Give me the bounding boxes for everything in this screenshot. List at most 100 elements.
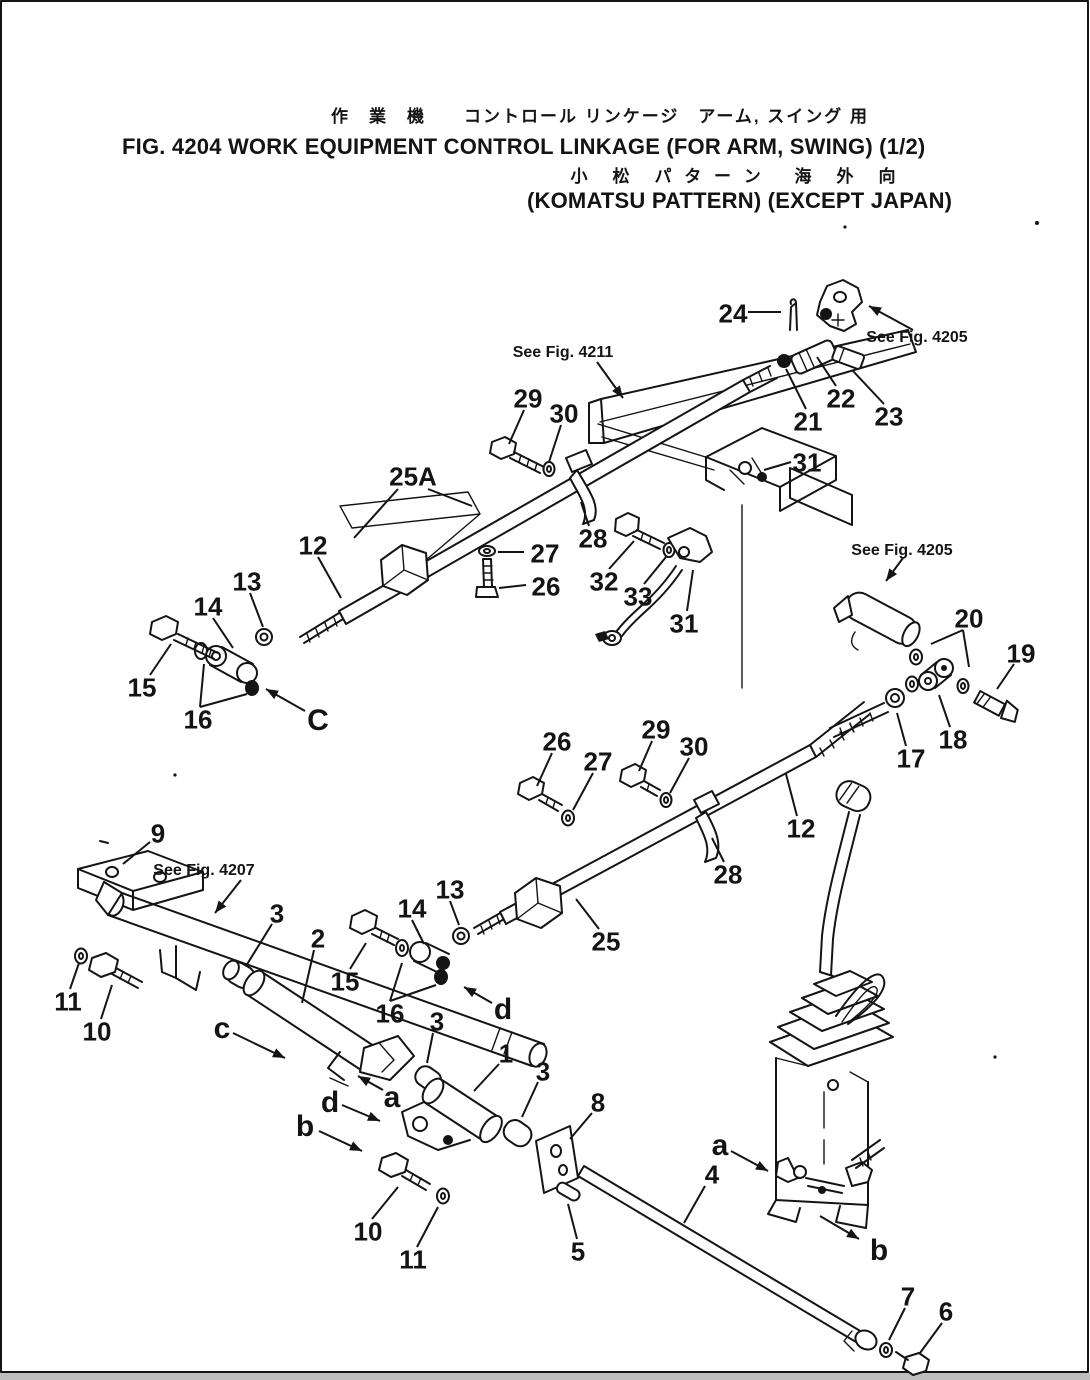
figure-title-jp: 作 業 機 コントロール リンケージ アーム, スイング 用 [331,106,869,126]
lower-clevis-group [349,909,470,985]
arrowhead [349,1141,362,1151]
leader-line [785,368,807,410]
callout-30: 30 [550,398,579,428]
scan-specks [99,221,1039,1059]
leader-line [122,841,151,865]
arrowhead [612,385,623,398]
leader-line [638,740,653,772]
arrowhead [266,689,279,700]
leader-line [349,942,367,970]
arrowhead [846,1228,859,1239]
upper-rod-12 [299,365,778,644]
leader-line [508,409,525,445]
callout-c: c [214,1012,231,1045]
leader-line [572,772,594,811]
leader-line [317,556,342,599]
leader-line [669,757,690,794]
leader-line [567,1203,578,1240]
leader-line [763,461,792,471]
callout-3: 3 [430,1006,444,1036]
arrowhead [215,900,227,913]
callout-see-fig.-4205: See Fig. 4205 [851,542,952,559]
leader-line [785,773,798,817]
lower-rod-25 [473,701,871,935]
callout-15: 15 [128,672,157,702]
leader-line [301,949,315,1004]
callout-7: 7 [901,1281,915,1311]
callout-b: b [870,1234,888,1267]
leader-line [69,962,80,990]
bellcrank-cable-group [595,512,713,646]
leader-line [919,1322,943,1354]
leader-line [686,569,694,612]
leader-line [449,900,460,926]
leader-line [816,356,837,387]
callout-10: 10 [354,1216,383,1246]
callout-4: 4 [705,1159,720,1189]
callout-27: 27 [531,538,560,568]
upper-clevis-group [149,615,273,696]
callout-1: 1 [499,1038,513,1068]
callout-33: 33 [624,581,653,611]
leader-line [580,501,590,527]
callout-26: 26 [543,726,572,756]
callout-9: 9 [151,818,165,848]
callout-see-fig.-4205: See Fig. 4205 [866,329,967,346]
arrowhead [755,1161,768,1171]
leader-line [498,584,527,589]
arrowhead [358,1076,371,1087]
callout-22: 22 [827,383,856,413]
callout-12: 12 [299,530,328,560]
callout-a: a [712,1129,729,1162]
callout-31: 31 [793,447,822,477]
leader-line [938,694,951,728]
leader-line [711,837,725,863]
callout-5: 5 [571,1236,585,1266]
callout-20: 20 [955,603,984,633]
leader-line [389,984,437,1002]
top-joint-group [777,279,865,375]
callout-b: b [296,1110,314,1143]
callout-a: a [384,1081,401,1114]
callout-8: 8 [591,1087,605,1117]
callout-28: 28 [714,859,743,889]
callout-24: 24 [719,298,748,328]
callout-26: 26 [532,571,561,601]
tube-2 [242,969,415,1087]
callout-c: C [307,704,329,737]
callout-14: 14 [194,591,223,621]
arrowhead [272,1048,285,1058]
leader-line [930,629,964,645]
callout-13: 13 [436,874,465,904]
leader-line [245,923,273,967]
callout-10: 10 [83,1016,112,1046]
leader-line [888,1307,906,1341]
figure-title-en: FIG. 4204 WORK EQUIPMENT CONTROL LINKAGE… [122,134,925,159]
callout-d: d [494,993,512,1026]
callout-16: 16 [376,998,405,1028]
leader-line [212,617,234,649]
leader-line [427,488,473,507]
leader-line [371,1186,399,1220]
leader-line [521,1081,539,1118]
callout-21: 21 [794,406,823,436]
leader-line [996,663,1015,690]
leader-line [389,962,403,1002]
right-link-group [829,591,1019,738]
leader-line [962,629,970,668]
control-lever-assembly [767,780,894,1229]
callout-19: 19 [1007,638,1036,668]
leader-line [852,370,885,405]
callout-see-fig.-4207: See Fig. 4207 [153,862,254,879]
callout-27: 27 [584,746,613,776]
figure-subtitle-en: (KOMATSU PATTERN) (EXCEPT JAPAN) [527,188,952,213]
leader-line [199,663,205,708]
callout-18: 18 [939,724,968,754]
leader-line [249,592,264,628]
cross-shaft-4207 [74,881,548,1068]
leader-line [643,556,667,585]
arrowhead [464,987,477,998]
callout-3: 3 [536,1056,550,1086]
